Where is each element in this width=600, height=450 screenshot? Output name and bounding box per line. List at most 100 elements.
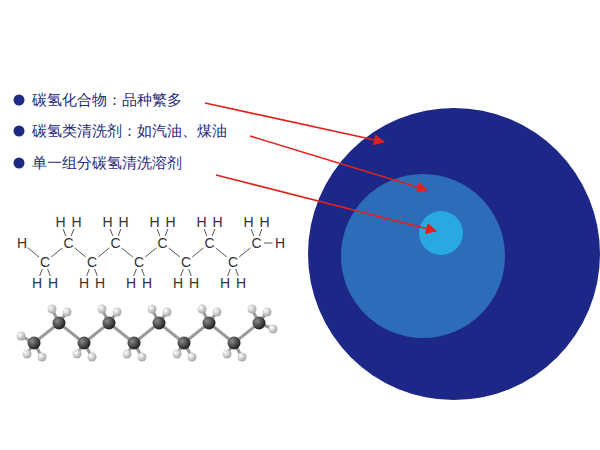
bond-line <box>251 229 254 236</box>
circle-shape <box>419 211 463 255</box>
bond-line <box>110 229 113 236</box>
hydrogen-ball <box>248 305 257 314</box>
bond-line <box>181 269 184 276</box>
hydrogen-ball <box>88 353 97 362</box>
bond-line <box>145 248 156 257</box>
bond-line <box>63 229 66 236</box>
bond-line <box>51 248 62 257</box>
bond-line <box>216 248 227 257</box>
carbon-ball <box>53 317 66 330</box>
hydrogen-ball <box>263 308 272 317</box>
atom-symbol: H <box>275 235 285 251</box>
atom-symbol: H <box>17 235 27 251</box>
bond-line <box>48 269 51 276</box>
nested-circle: 碳氢类清洗剂：如汽油、煤油单一组分碳氢清洗溶剂 <box>341 174 505 338</box>
carbon-ball <box>103 317 116 330</box>
nested-circle: 碳氢化合物：品种繁多碳氢类清洗剂：如汽油、煤油单一组分碳氢清洗溶剂 <box>308 108 600 400</box>
circle-fill <box>419 211 463 255</box>
bond-line <box>122 248 133 257</box>
bullet-dot <box>14 158 25 169</box>
atom-symbol: H <box>149 214 159 230</box>
bond-line <box>142 269 145 276</box>
bond-line <box>239 248 250 257</box>
circle-fill <box>341 174 505 338</box>
hydrogen-ball <box>198 305 207 314</box>
atom-symbol: H <box>118 214 128 230</box>
atom-symbol: H <box>196 214 206 230</box>
atom-symbol: C <box>251 235 261 251</box>
atom-symbol: C <box>110 235 120 251</box>
atom-symbol: H <box>95 275 105 291</box>
hydrogen-ball <box>138 353 147 362</box>
carbon-ball <box>153 317 166 330</box>
atom-symbol: C <box>87 254 97 270</box>
carbon-ball <box>203 317 216 330</box>
atom-symbol: H <box>79 275 89 291</box>
carbon-ball <box>78 337 91 350</box>
atom-symbol: H <box>126 275 136 291</box>
atom-symbol: H <box>236 275 246 291</box>
atom-symbol: C <box>134 254 144 270</box>
bond-line <box>259 229 262 236</box>
bond-line <box>212 229 215 236</box>
hydrogen-ball <box>188 353 197 362</box>
bullet-dots <box>14 95 25 169</box>
bullet-dot <box>14 126 25 137</box>
atom-symbol: H <box>189 275 199 291</box>
nested-circle: 单一组分碳氢清洗溶剂 <box>419 211 463 255</box>
bond-line <box>264 243 273 244</box>
atom-symbol: H <box>71 214 81 230</box>
bullet-dot <box>14 95 25 106</box>
bond-line <box>75 248 86 257</box>
ball-stick-model <box>17 305 278 362</box>
callout-text: 碳氢类清洗剂：如汽油、煤油 <box>32 121 227 141</box>
hydrogen-ball <box>98 305 107 314</box>
hydrogen-ball <box>63 308 72 317</box>
hydrogen-ball <box>17 332 26 341</box>
circle-shape <box>341 174 505 338</box>
carbon-ball <box>28 337 41 350</box>
callout-arrow <box>205 103 384 142</box>
atom-symbol: C <box>204 235 214 251</box>
atom-symbol: H <box>142 275 152 291</box>
atom-symbol: H <box>220 275 230 291</box>
atom-symbol: H <box>32 275 42 291</box>
hydrogen-ball <box>123 350 132 359</box>
bond-line <box>134 269 137 276</box>
atom-symbol: H <box>243 214 253 230</box>
atom-symbol: H <box>212 214 222 230</box>
bond-line <box>192 248 203 257</box>
bond-line <box>95 269 98 276</box>
atom-symbol: H <box>102 214 112 230</box>
bond-line <box>118 229 121 236</box>
atom-symbol: C <box>63 235 73 251</box>
bond-line <box>169 248 180 257</box>
hydrogen-ball <box>23 350 32 359</box>
bond-line <box>40 269 43 276</box>
carbon-ball <box>228 337 241 350</box>
hydrogen-ball <box>213 308 222 317</box>
hydrogen-ball <box>163 308 172 317</box>
hydrogen-ball <box>38 353 47 362</box>
atom-symbol: H <box>259 214 269 230</box>
hydrogen-ball <box>173 350 182 359</box>
atom-symbol: H <box>165 214 175 230</box>
carbon-ball <box>178 337 191 350</box>
bond-line <box>157 229 160 236</box>
atom-symbol: H <box>48 275 58 291</box>
bond-line <box>228 269 231 276</box>
hydrogen-ball <box>223 350 232 359</box>
atom-symbol: H <box>173 275 183 291</box>
carbon-ball <box>128 337 141 350</box>
hydrogen-ball <box>148 305 157 314</box>
atom-symbol: C <box>228 254 238 270</box>
hydrogen-ball <box>113 308 122 317</box>
hydrogen-ball <box>238 353 247 362</box>
bond-line <box>87 269 90 276</box>
callout-text: 碳氢化合物：品种繁多 <box>32 90 182 110</box>
hydrogen-ball <box>73 350 82 359</box>
atom-symbol: C <box>157 235 167 251</box>
bond-line <box>71 229 74 236</box>
carbon-ball <box>253 317 266 330</box>
